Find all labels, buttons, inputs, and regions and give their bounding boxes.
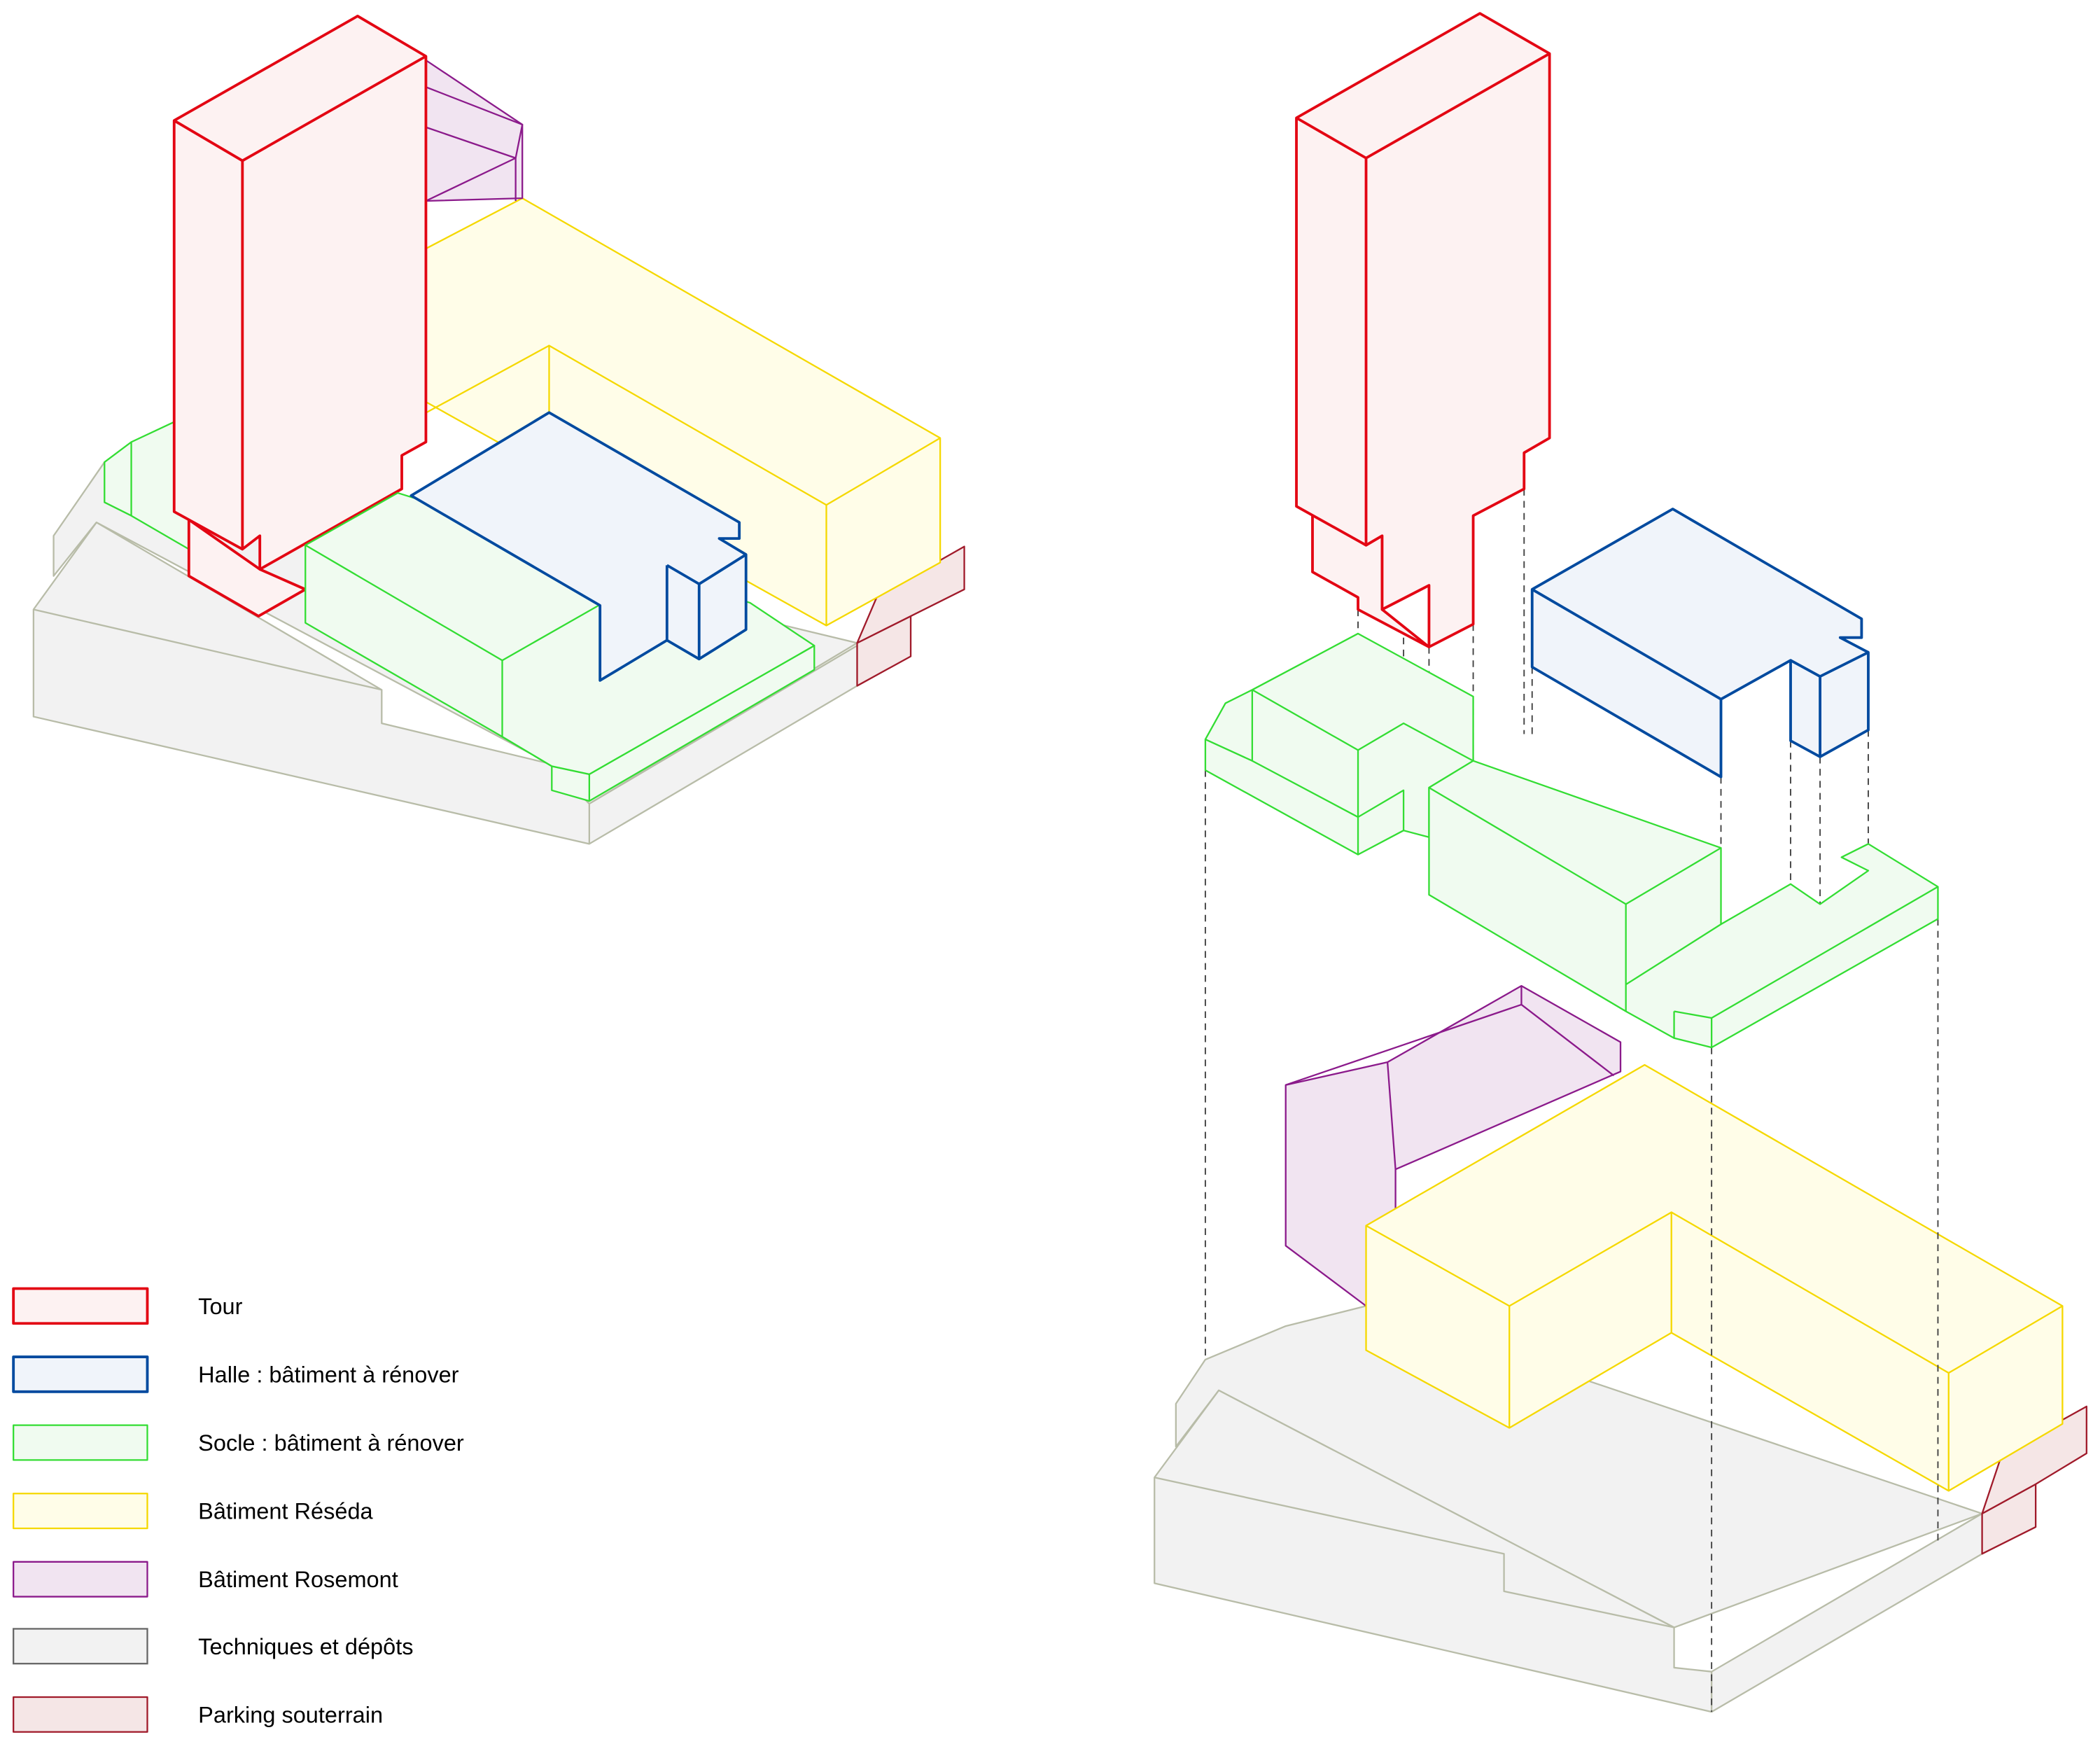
reseda-exploded xyxy=(1365,1063,2064,1492)
legend-swatch-reseda xyxy=(13,1493,148,1530)
legend-swatch-rosemont xyxy=(13,1561,148,1598)
legend-item-socle: Socle : bâtiment à rénover xyxy=(13,1424,464,1461)
legend-item-parking: Parking souterrain xyxy=(13,1696,383,1733)
legend-swatch-tour xyxy=(12,1287,149,1325)
legend-item-reseda: Bâtiment Réséda xyxy=(13,1493,374,1530)
tour-exploded xyxy=(1295,12,1551,648)
halle-exploded xyxy=(1530,508,1870,779)
assembled-view xyxy=(32,15,965,845)
rosemont-assembled xyxy=(425,59,524,202)
legend-label: Tour xyxy=(198,1294,242,1319)
legend-label: Bâtiment Rosemont xyxy=(198,1567,398,1592)
legend-label: Halle : bâtiment à rénover xyxy=(198,1362,458,1387)
tour-assembled xyxy=(172,15,428,618)
legend-swatch-parking xyxy=(13,1696,148,1733)
legend-label: Parking souterrain xyxy=(198,1702,383,1727)
legend-swatch-socle xyxy=(13,1424,148,1461)
legend-item-halle: Halle : bâtiment à rénover xyxy=(12,1355,459,1393)
exploded-view xyxy=(1154,12,2087,1713)
legend-swatch-halle xyxy=(12,1355,149,1393)
legend-label: Techniques et dépôts xyxy=(198,1634,413,1659)
legend-label: Bâtiment Réséda xyxy=(198,1499,373,1524)
legend: Tour Halle : bâtiment à rénover Socle : … xyxy=(12,1287,464,1733)
legend-item-tour: Tour xyxy=(12,1287,243,1325)
socle-exploded xyxy=(1204,632,1939,1049)
halle-assembled xyxy=(410,411,748,682)
parking-exploded xyxy=(1981,1405,2087,1555)
legend-item-rosemont: Bâtiment Rosemont xyxy=(13,1561,398,1598)
legend-label: Socle : bâtiment à rénover xyxy=(198,1430,464,1456)
legend-swatch-techniques xyxy=(13,1628,148,1665)
legend-item-techniques: Techniques et dépôts xyxy=(13,1628,414,1665)
parking-assembled xyxy=(856,545,965,687)
